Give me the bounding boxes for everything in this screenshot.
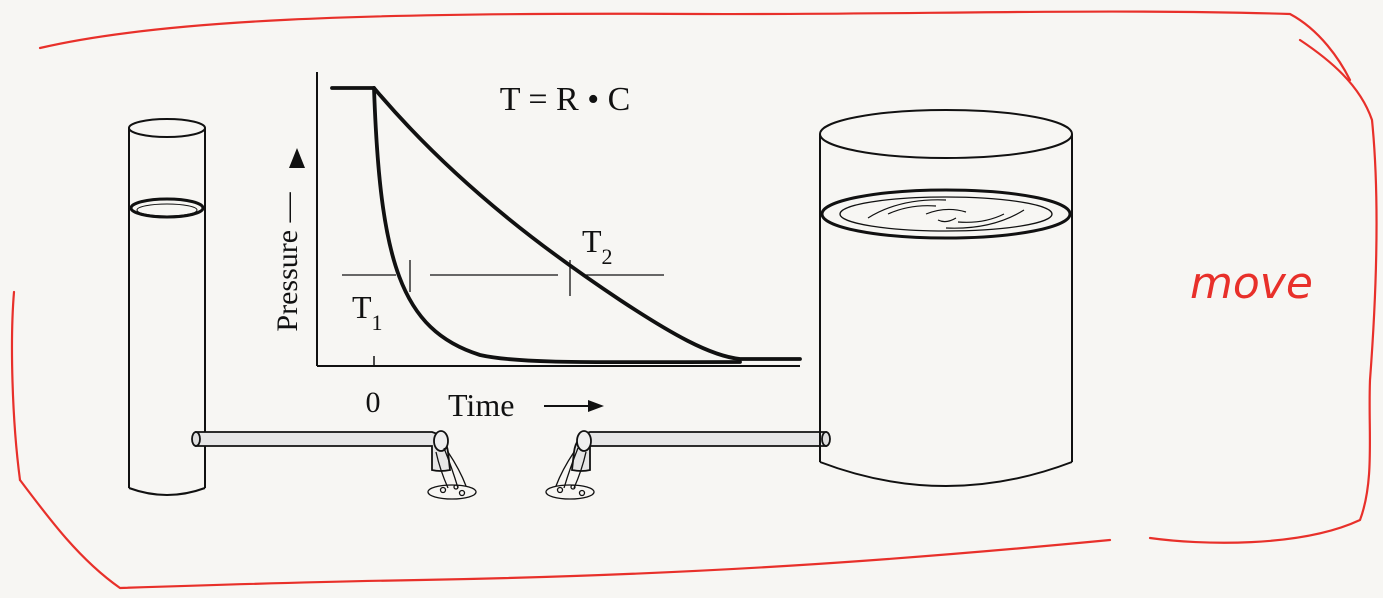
- t2-marker-label: T2: [582, 223, 613, 269]
- t1-marker-label: T1: [352, 289, 383, 335]
- x-origin-label: 0: [366, 386, 381, 419]
- annotation-left-stroke: [10, 290, 22, 482]
- annotation-top-stroke: [38, 10, 1352, 82]
- y-axis-label: Pressure —: [271, 191, 304, 331]
- x-axis-label: Time: [448, 387, 514, 423]
- fast-decay-curve: [372, 86, 742, 365]
- graph-axes: [316, 72, 800, 367]
- red-annotation-outline: [10, 10, 1378, 590]
- narrow-cylinder-water-surface: [129, 197, 205, 219]
- left-drain-pipe: [191, 430, 451, 472]
- annotation-bottom-stroke: [18, 478, 1112, 590]
- y-axis-arrow-icon: [289, 148, 305, 168]
- time-constant-reference: [342, 260, 664, 296]
- wide-tank: [819, 109, 1073, 487]
- x-axis-arrow-icon: [544, 400, 604, 412]
- decay-curves: [330, 86, 802, 365]
- narrow-cylinder: [128, 118, 206, 496]
- pressure-time-graph: T = R • C Pressure — Time 0 T1 T2: [271, 72, 802, 423]
- right-water-stream: [545, 447, 595, 500]
- wide-tank-bottom: [819, 461, 1073, 487]
- equation-label: T = R • C: [500, 81, 631, 118]
- wide-tank-top-rim: [819, 109, 1073, 159]
- narrow-cylinder-top-rim: [128, 118, 206, 138]
- slow-decay-curve: [372, 86, 802, 361]
- wide-tank-water-surface: [820, 188, 1072, 240]
- narrow-cylinder-bottom: [128, 487, 206, 496]
- left-water-stream: [427, 447, 477, 500]
- right-drain-pipe: [571, 430, 831, 472]
- annotation-right-stroke: [1148, 38, 1378, 544]
- handwritten-move-note: move: [1190, 258, 1313, 309]
